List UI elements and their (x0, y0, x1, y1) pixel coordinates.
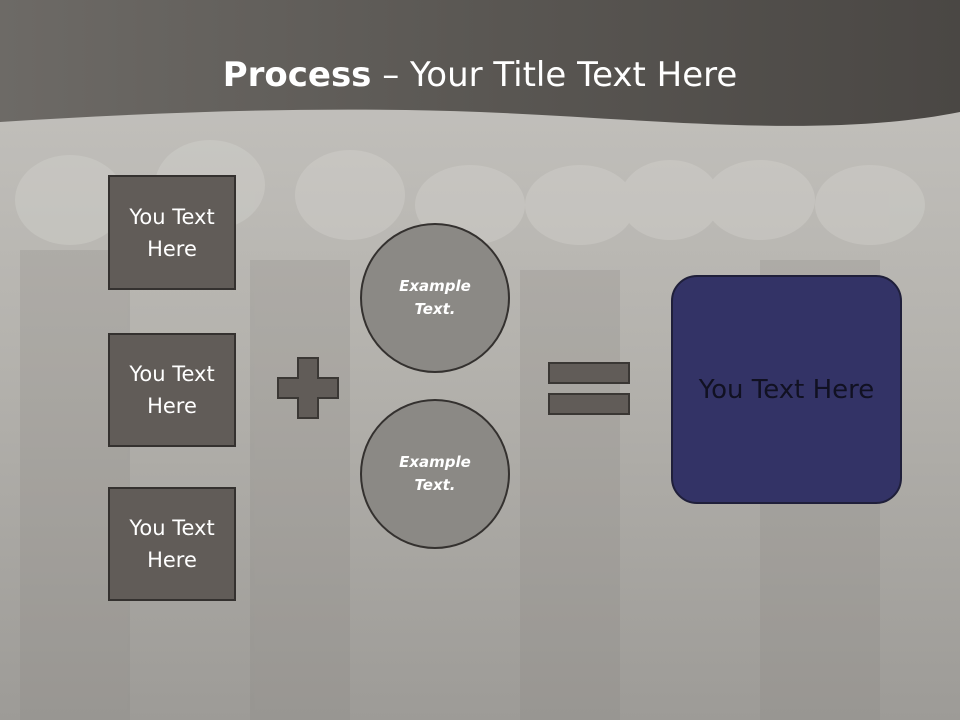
input-box-label: You Text Here (129, 516, 215, 572)
example-circle-1: Example Text. (360, 223, 510, 373)
plus-icon (277, 357, 339, 419)
result-box: You Text Here (671, 275, 902, 504)
equals-icon (548, 362, 630, 415)
title-rest: – Your Title Text Here (371, 55, 738, 95)
circle-label: Example Text. (399, 277, 471, 318)
circle-label: Example Text. (399, 453, 471, 494)
input-box-3: You Text Here (108, 487, 236, 601)
input-box-label: You Text Here (129, 204, 215, 261)
input-box-label: You Text Here (129, 362, 215, 418)
result-label: You Text Here (698, 374, 875, 405)
input-box-1: You Text Here (108, 175, 236, 290)
example-circle-2: Example Text. (360, 399, 510, 549)
input-box-2: You Text Here (108, 333, 236, 447)
title-bold: Process (222, 55, 372, 95)
slide-title: Process – Your Title Text Here (0, 52, 960, 98)
